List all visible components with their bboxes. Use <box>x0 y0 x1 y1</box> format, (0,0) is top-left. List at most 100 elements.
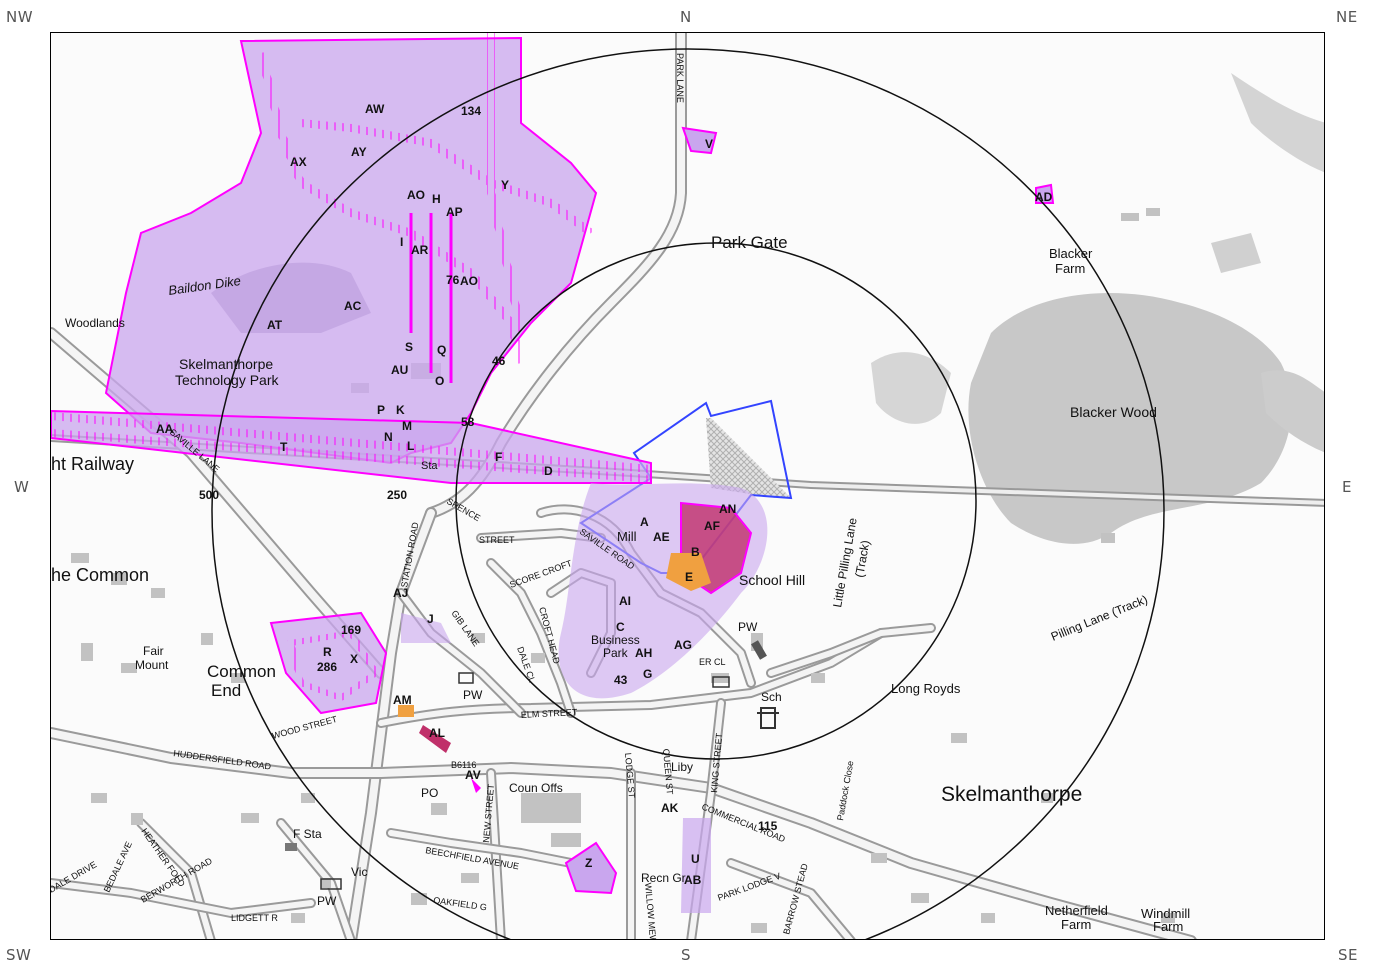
distance-46: 46 <box>492 354 506 368</box>
site-AP[interactable]: AP <box>446 205 463 219</box>
site-AN[interactable]: AN <box>719 502 736 516</box>
buffer-ring-500m <box>211 48 1165 939</box>
site-AJ[interactable]: AJ <box>393 586 408 600</box>
label-tech-park-2: Technology Park <box>175 372 280 388</box>
label-pw-1: PW <box>738 620 758 634</box>
site-AT[interactable]: AT <box>267 318 283 332</box>
label-sta: Sta <box>421 460 438 472</box>
street-lodge-st: LODGE ST <box>623 752 637 799</box>
compass-nw: NW <box>6 8 34 26</box>
label-netherfield-1: Netherfield <box>1045 903 1108 918</box>
compass-s: S <box>681 946 692 964</box>
site-AH[interactable]: AH <box>635 646 652 660</box>
site-R[interactable]: R <box>323 645 332 659</box>
radius-label-500: 500 <box>199 488 219 502</box>
street-elm-street: ELM STREET <box>521 707 578 720</box>
street-dale-cl: DALE CL <box>515 645 537 684</box>
label-recn-gr: Recn Gr <box>641 871 686 885</box>
site-AO-2[interactable]: AO <box>460 274 478 288</box>
site-V[interactable]: V <box>705 137 713 151</box>
label-blacker-farm-2: Farm <box>1055 261 1085 276</box>
site-J[interactable]: J <box>427 612 434 626</box>
site-L[interactable]: L <box>407 439 414 453</box>
site-O[interactable]: O <box>435 374 444 388</box>
site-AI[interactable]: AI <box>619 594 631 608</box>
site-AU[interactable]: AU <box>391 363 408 377</box>
site-N[interactable]: N <box>384 430 393 444</box>
site-AR[interactable]: AR <box>411 243 429 257</box>
street-oakfield: OAKFIELD G <box>433 895 488 912</box>
site-AX[interactable]: AX <box>290 155 307 169</box>
site-Y[interactable]: Y <box>501 178 509 192</box>
site-K[interactable]: K <box>396 403 405 417</box>
street-park-lodge: PARK LODGE V <box>716 871 782 903</box>
label-long-royds: Long Royds <box>891 681 961 696</box>
site-C[interactable]: C <box>616 620 625 634</box>
map-viewport[interactable]: 250 500 Park Gate Blacker Farm Blacker W… <box>50 32 1325 940</box>
street-king-street: KING STREET <box>709 732 724 793</box>
site-AF[interactable]: AF <box>704 519 720 533</box>
site-Z[interactable]: Z <box>585 856 592 870</box>
street-street: STREET <box>479 535 515 545</box>
site-AV[interactable]: AV <box>465 768 481 782</box>
label-vic: Vic <box>351 865 367 879</box>
label-coun-offs: Coun Offs <box>509 781 563 795</box>
site-AY[interactable]: AY <box>351 145 367 159</box>
label-common-end-1: Common <box>207 662 276 681</box>
street-park-lane: PARK LANE <box>675 53 685 103</box>
site-P[interactable]: P <box>377 403 385 417</box>
site-AG[interactable]: AG <box>674 638 692 652</box>
site-polygons <box>51 33 1055 913</box>
site-X[interactable]: X <box>350 652 358 666</box>
label-common-end-2: End <box>211 681 241 700</box>
site-AA[interactable]: AA <box>156 422 174 436</box>
site-AE[interactable]: AE <box>653 530 670 544</box>
label-fair-mount-1: Fair <box>143 644 164 658</box>
compass-n: N <box>680 8 692 26</box>
label-tech-park-1: Skelmanthorpe <box>179 356 273 372</box>
label-pw-3: PW <box>317 894 337 908</box>
street-b6116: B6116 <box>451 760 476 770</box>
street-gib-lane: GIB LANE <box>449 608 481 648</box>
site-F[interactable]: F <box>495 450 502 464</box>
street-lidgett: LIDGETT R <box>231 913 278 923</box>
site-D[interactable]: D <box>544 464 553 478</box>
building-icon <box>712 676 730 688</box>
site-AM[interactable]: AM <box>393 693 412 707</box>
site-AD[interactable]: AD <box>1035 190 1053 204</box>
label-fair-mount-2: Mount <box>135 658 169 672</box>
distance-58: 58 <box>461 415 475 429</box>
site-Q[interactable]: Q <box>437 343 446 357</box>
site-S[interactable]: S <box>405 340 413 354</box>
site-AW[interactable]: AW <box>365 102 385 116</box>
distance-labels: 134 76 46 58 169 286 43 115 <box>317 104 778 833</box>
site-AL[interactable]: AL <box>429 726 445 740</box>
chapel-icon <box>458 672 474 684</box>
distance-286: 286 <box>317 660 337 674</box>
site-G[interactable]: G <box>643 667 652 681</box>
label-skelmanthorpe: Skelmanthorpe <box>941 783 1082 806</box>
site-E[interactable]: E <box>685 570 693 584</box>
site-AB[interactable]: AB <box>684 873 702 887</box>
church-icon <box>751 640 767 660</box>
map-canvas[interactable]: 250 500 Park Gate Blacker Farm Blacker W… <box>51 33 1325 940</box>
label-paddock-close: Paddock Close <box>835 760 855 821</box>
site-I[interactable]: I <box>400 235 403 249</box>
compass-e: E <box>1342 478 1352 496</box>
site-T[interactable]: T <box>280 440 288 454</box>
site-B[interactable]: B <box>691 545 700 559</box>
site-A[interactable]: A <box>640 515 649 529</box>
site-AC[interactable]: AC <box>344 299 362 313</box>
label-business-2: Park <box>603 646 629 660</box>
label-blacker-wood: Blacker Wood <box>1070 404 1157 420</box>
site-U[interactable]: U <box>691 852 700 866</box>
site-M[interactable]: M <box>402 419 412 433</box>
site-AO-1[interactable]: AO <box>407 188 425 202</box>
street-queen-st: QUEEN ST <box>661 748 675 795</box>
label-windmill-1: Windmill <box>1141 906 1190 921</box>
site-H[interactable]: H <box>432 192 441 206</box>
street-bedale-ave: BEDALE AVE <box>102 840 134 894</box>
label-school-hill: School Hill <box>739 572 805 588</box>
site-AK[interactable]: AK <box>661 801 679 815</box>
village-hall-icon <box>320 878 342 890</box>
